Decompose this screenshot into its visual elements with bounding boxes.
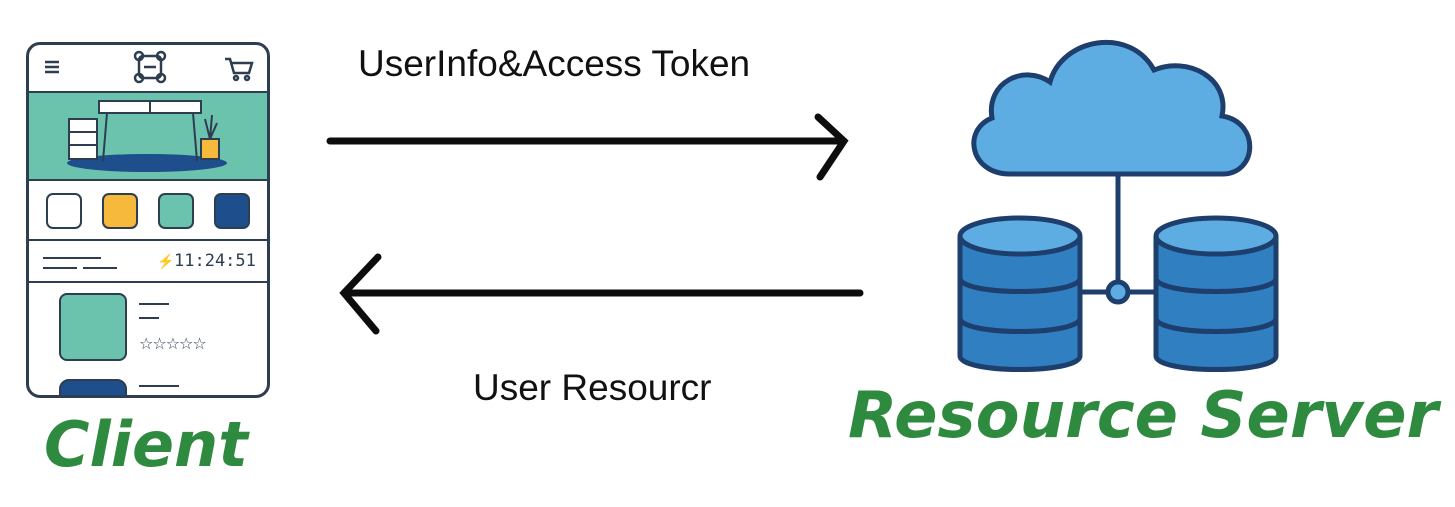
hamburger-menu-icon (45, 60, 59, 74)
request-arrow (326, 113, 849, 181)
cart-icon (225, 57, 254, 82)
rating-stars: ☆☆☆☆☆ (139, 334, 207, 353)
client-label: Client (44, 408, 248, 481)
resource-server-illustration (957, 40, 1279, 372)
text-placeholder-line (43, 257, 101, 259)
product-thumbnail[interactable] (59, 293, 127, 361)
client-phone-illustration: ⚡ 11:24:51 ☆☆☆☆☆ (26, 42, 270, 398)
color-swatch[interactable] (214, 193, 250, 229)
logo-icon (133, 50, 167, 84)
network-connector (1080, 174, 1156, 305)
response-arrow-label: User Resourcr (473, 367, 712, 408)
cloud-icon (971, 40, 1253, 177)
product-thumbnail[interactable] (59, 379, 127, 395)
request-arrow-label: UserInfo&Access Token (358, 43, 751, 84)
resource-server-label: Resource Server (848, 379, 1439, 453)
plant-icon (200, 114, 220, 160)
text-placeholder-line (139, 385, 179, 387)
color-swatch[interactable] (46, 193, 82, 229)
database-icon (1153, 215, 1279, 372)
flow-arrows (326, 113, 864, 335)
database-icon (957, 215, 1083, 372)
clock-readout: 11:24:51 (174, 251, 256, 271)
text-placeholder-line (139, 303, 169, 305)
color-swatch[interactable] (158, 193, 194, 229)
text-placeholder-line (43, 267, 77, 269)
lightning-icon: ⚡ (157, 253, 175, 269)
hero-banner (29, 91, 267, 181)
text-placeholder-line (83, 267, 117, 269)
phone-divider (29, 239, 267, 241)
phone-topbar (29, 45, 267, 89)
color-swatch[interactable] (102, 193, 138, 229)
response-arrow (339, 253, 864, 335)
phone-divider (29, 281, 267, 283)
furniture-scene-illustration (67, 100, 227, 172)
text-placeholder-line (139, 317, 159, 319)
phone-topbar-icons (45, 50, 254, 84)
